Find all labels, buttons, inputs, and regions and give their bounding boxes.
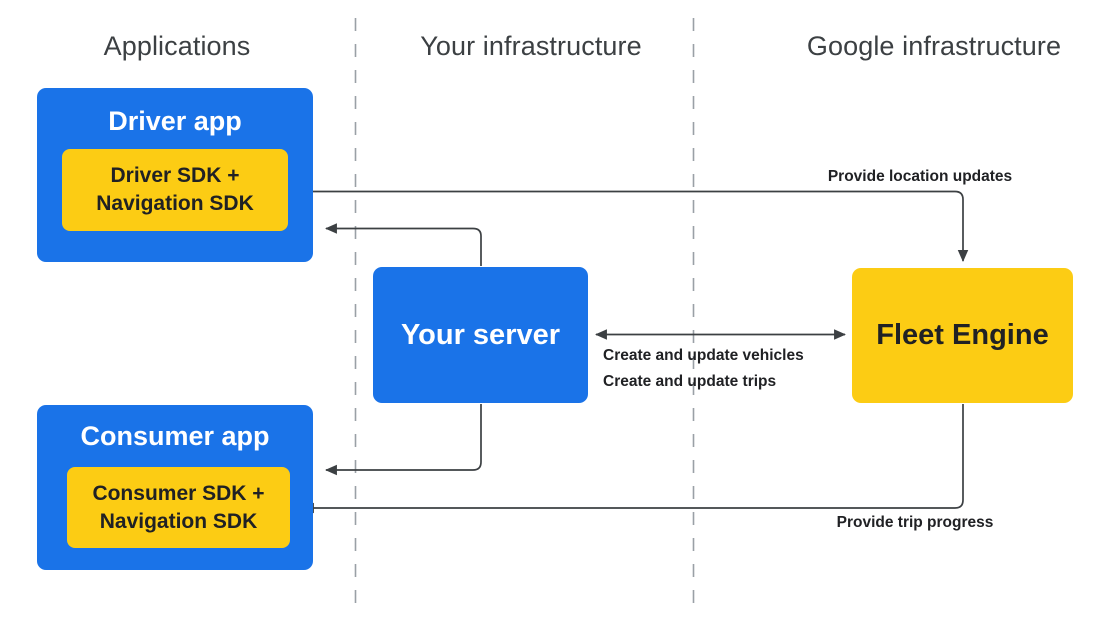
edge-server-to-driver-app	[325, 223, 482, 266]
fleet-engine-title: Fleet Engine	[876, 319, 1049, 351]
driver-sdk-line-2: Navigation SDK	[96, 192, 254, 215]
node-driver-sdk[interactable]: Driver SDK + Navigation SDK	[62, 149, 288, 231]
node-fleet-engine[interactable]: Fleet Engine	[852, 268, 1073, 403]
edge-label-create-update-vehicles: Create and update vehicles	[603, 347, 804, 364]
consumer-sdk-line-2: Navigation SDK	[99, 509, 258, 533]
column-header-your-infrastructure: Your infrastructure	[420, 31, 642, 61]
edge-provide-location-updates	[292, 190, 969, 262]
edge-label-provide-location-updates: Provide location updates	[827, 168, 1013, 185]
node-consumer-sdk[interactable]: Consumer SDK + Navigation SDK	[67, 467, 290, 548]
edge-label-provide-trip-progress: Provide trip progress	[836, 514, 994, 531]
driver-app-title: Driver app	[108, 106, 242, 136]
edge-provide-trip-progress	[302, 404, 964, 514]
your-server-title: Your server	[400, 318, 561, 351]
consumer-sdk-line-1: Consumer SDK +	[92, 481, 265, 505]
node-your-server[interactable]: Your server	[373, 267, 588, 403]
node-consumer-app[interactable]: Consumer app Consumer SDK + Navigation S…	[37, 405, 313, 570]
node-driver-app[interactable]: Driver app Driver SDK + Navigation SDK	[37, 88, 313, 262]
column-header-google-infrastructure: Google infrastructure	[806, 31, 1062, 61]
edge-server-to-consumer-app	[325, 404, 482, 476]
edge-label-create-update-trips: Create and update trips	[603, 373, 777, 390]
driver-sdk-line-1: Driver SDK +	[110, 164, 240, 188]
consumer-app-title: Consumer app	[80, 421, 270, 451]
column-header-applications: Applications	[103, 31, 251, 61]
